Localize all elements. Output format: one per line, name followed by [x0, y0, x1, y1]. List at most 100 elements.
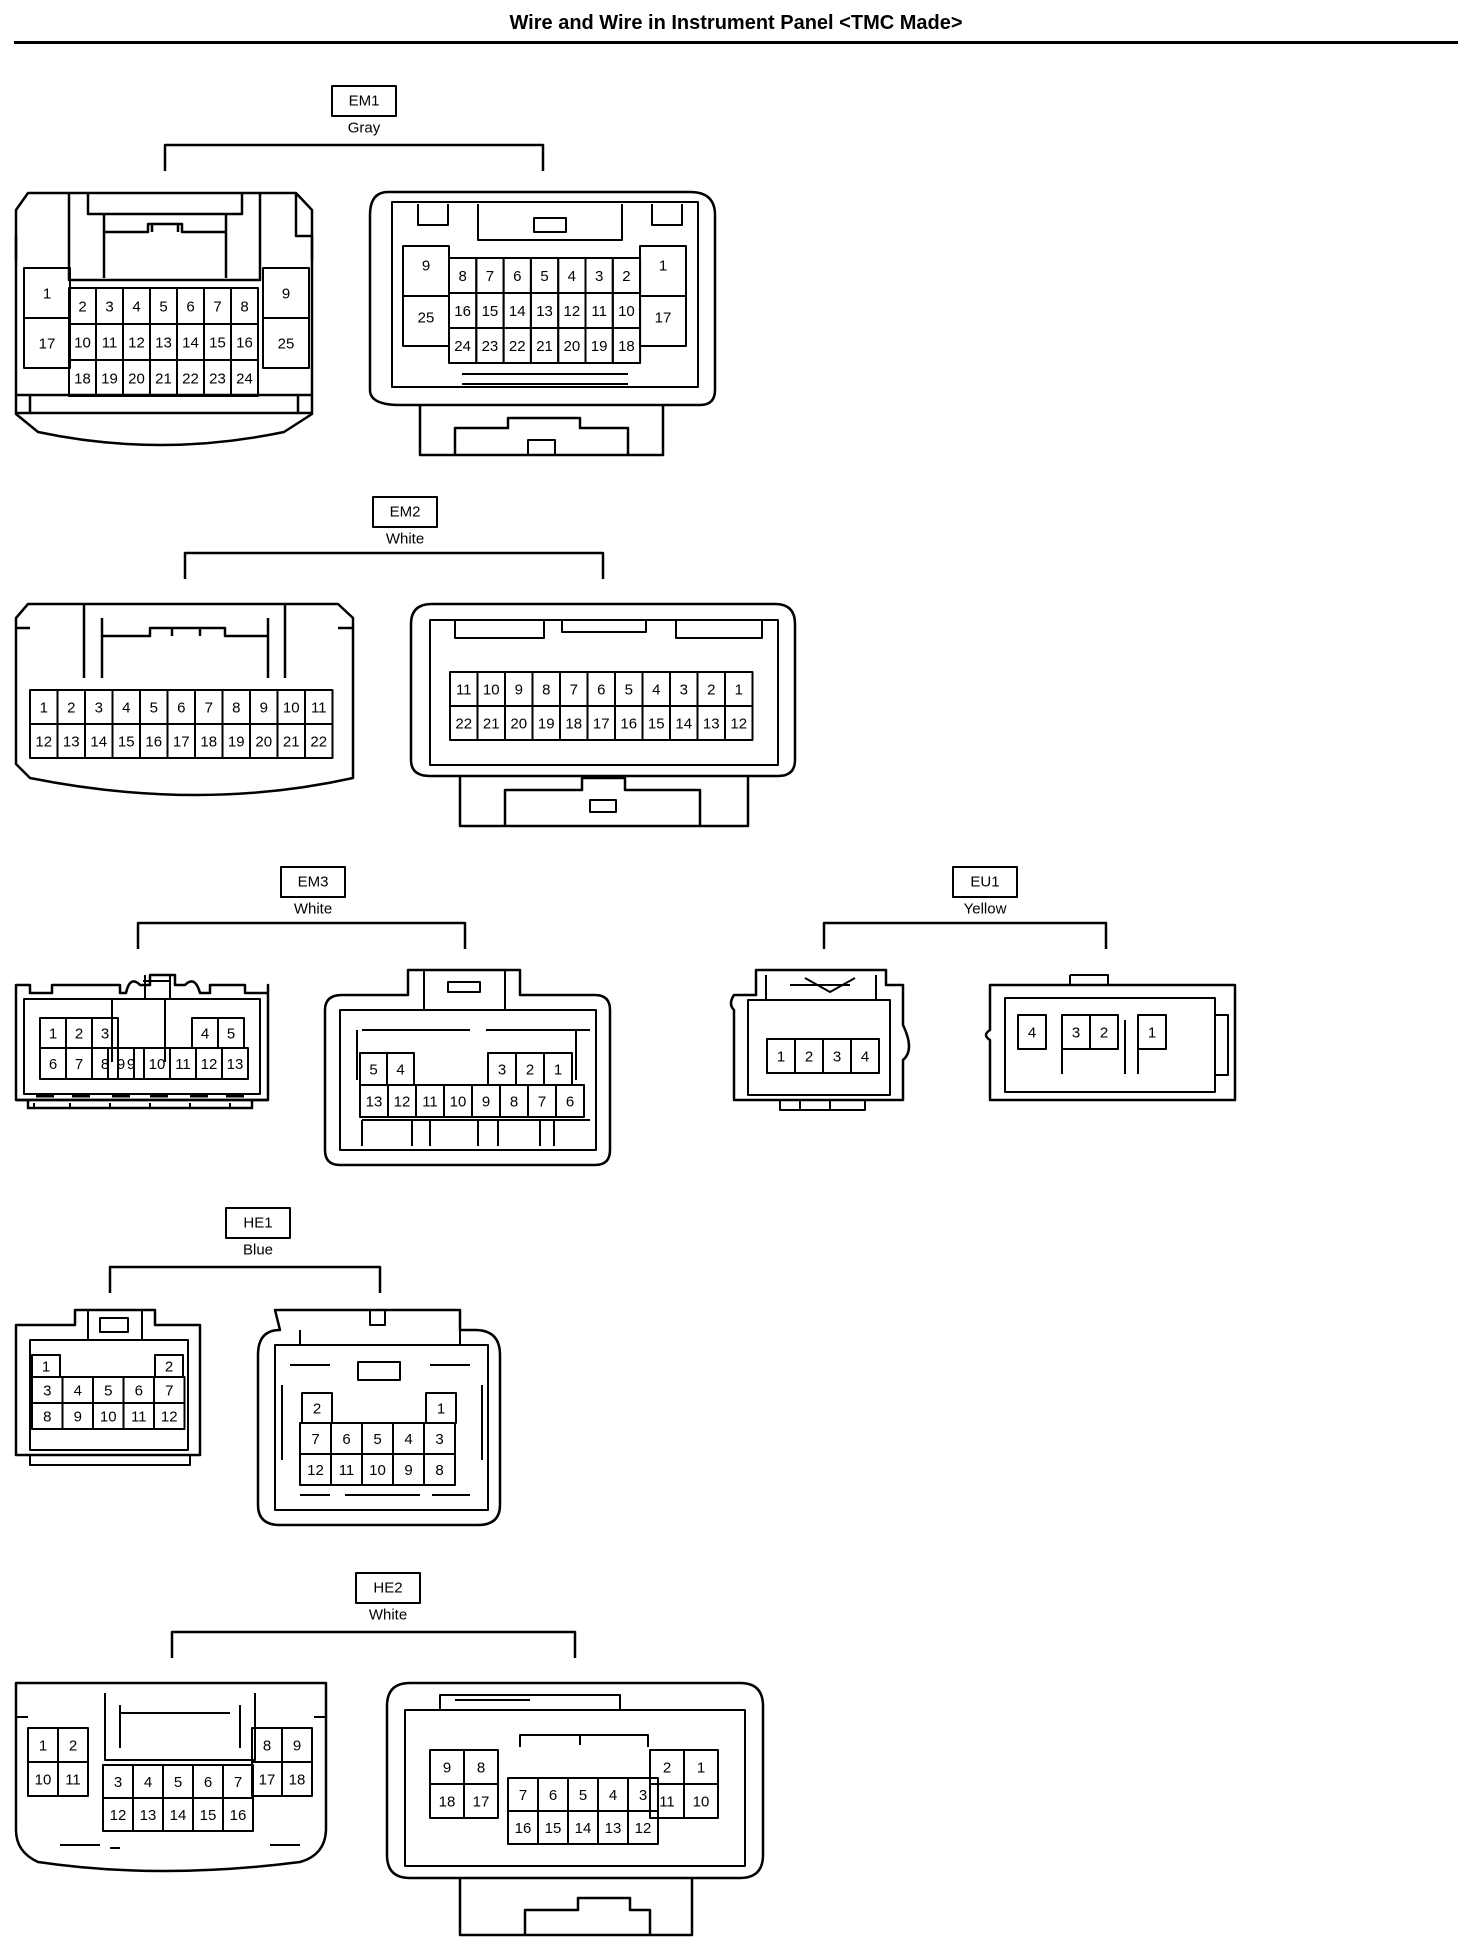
connector-color: White: [294, 901, 332, 918]
pin-number: 3: [114, 1774, 122, 1791]
pin-number: 4: [652, 682, 660, 699]
connector-color: Yellow: [964, 901, 1007, 918]
pin-number: 1: [49, 1026, 57, 1043]
pin-number: 1: [42, 1359, 50, 1376]
pin-number: 19: [101, 371, 118, 388]
pin-number: 8: [542, 682, 550, 699]
pin-number: 1: [697, 1760, 705, 1777]
pin-number: 2: [1100, 1025, 1108, 1042]
pin-number: 5: [625, 682, 633, 699]
pin-cell: [1089, 1014, 1119, 1050]
pin-number: 16: [145, 734, 162, 751]
pin-number: 1: [659, 258, 667, 275]
pin-number: 11: [131, 1409, 147, 1426]
pin-number: 6: [549, 1787, 557, 1804]
housing-outline: [14, 191, 314, 447]
pin-number: 7: [486, 268, 494, 285]
pin-number: 10: [283, 700, 300, 717]
housing-outline: [14, 973, 270, 1102]
pin-number: 12: [564, 303, 581, 320]
pin-number: 5: [369, 1062, 377, 1079]
pin-number: 19: [228, 734, 245, 751]
pin-number: 20: [255, 734, 272, 751]
pin-number: 5: [227, 1026, 235, 1043]
housing-outline: [67, 193, 262, 282]
housing-outline: [16, 1098, 268, 1110]
pin-cell: [683, 1783, 719, 1819]
connector-bracket: [108, 1265, 382, 1293]
pin-number: 13: [536, 303, 553, 320]
connector-code-box: [331, 85, 397, 117]
pin-cell: [611, 327, 642, 364]
housing-inner: [23, 998, 261, 1095]
pin-number: 5: [159, 299, 167, 316]
pin-number: 7: [570, 682, 578, 699]
pin-number: 16: [230, 1807, 247, 1824]
pin-number: 7: [234, 1774, 242, 1791]
pin-number: 14: [182, 335, 199, 352]
pin-number: 5: [104, 1383, 112, 1400]
housing-outline: [984, 983, 1237, 1102]
pin-number: 8: [458, 268, 466, 285]
housing-detail: [111, 999, 166, 1062]
pin-number: 17: [259, 1772, 276, 1789]
pin-number: 14: [170, 1807, 187, 1824]
pin-number: 2: [805, 1049, 813, 1066]
connector-bracket: [170, 1630, 577, 1658]
pin-number: 3: [833, 1049, 841, 1066]
pin-number: 5: [540, 268, 548, 285]
pin-number: 10: [450, 1094, 467, 1111]
pin-number: 9: [293, 1738, 301, 1755]
pin-cell: [304, 723, 334, 759]
pin-cell: [57, 1761, 89, 1797]
pin-cell: [1017, 1014, 1047, 1050]
pin-number: 2: [622, 268, 630, 285]
pin-number: 4: [568, 268, 576, 285]
pin-number: 14: [90, 734, 107, 751]
pin-number: 9: [127, 1056, 135, 1073]
pin-number: 7: [311, 1431, 319, 1448]
pin-number: 13: [227, 1056, 244, 1073]
pin-number: 22: [182, 371, 199, 388]
housing-detail: [60, 1844, 300, 1849]
pin-cell: [222, 1797, 254, 1832]
pin-number: 15: [200, 1807, 217, 1824]
pin-number: 24: [236, 371, 253, 388]
pin-number: 6: [186, 299, 194, 316]
pin-number: 9: [260, 700, 268, 717]
pin-number: 2: [165, 1359, 173, 1376]
connector-bracket: [136, 921, 467, 949]
housing-detail: [1069, 974, 1109, 985]
housing-inner: [339, 1009, 597, 1151]
pin-number: 1: [777, 1049, 785, 1066]
pin-number: 8: [43, 1409, 51, 1426]
pin-number: 4: [74, 1383, 82, 1400]
pin-number: 3: [105, 299, 113, 316]
pin-number: 11: [339, 1462, 355, 1479]
pin-number: 18: [200, 734, 217, 751]
pin-cell: [627, 1810, 659, 1845]
pin-number: 22: [310, 734, 327, 751]
housing-detail: [104, 1693, 256, 1761]
pin-number: 1: [437, 1401, 445, 1418]
pin-number: 8: [101, 1056, 109, 1073]
pin-number: 12: [307, 1462, 324, 1479]
pin-number: 9: [515, 682, 523, 699]
connector-color: White: [369, 1607, 407, 1624]
pin-number: 6: [513, 268, 521, 285]
pin-number: 17: [593, 716, 610, 733]
pin-number: 7: [75, 1056, 83, 1073]
pin-number: 1: [43, 286, 51, 303]
pin-number: 16: [236, 335, 253, 352]
housing-detail: [299, 1310, 461, 1345]
housing-inner: [274, 1344, 489, 1511]
pin-number: 12: [730, 716, 747, 733]
housing-detail: [143, 975, 171, 999]
pin-number: 10: [618, 303, 635, 320]
